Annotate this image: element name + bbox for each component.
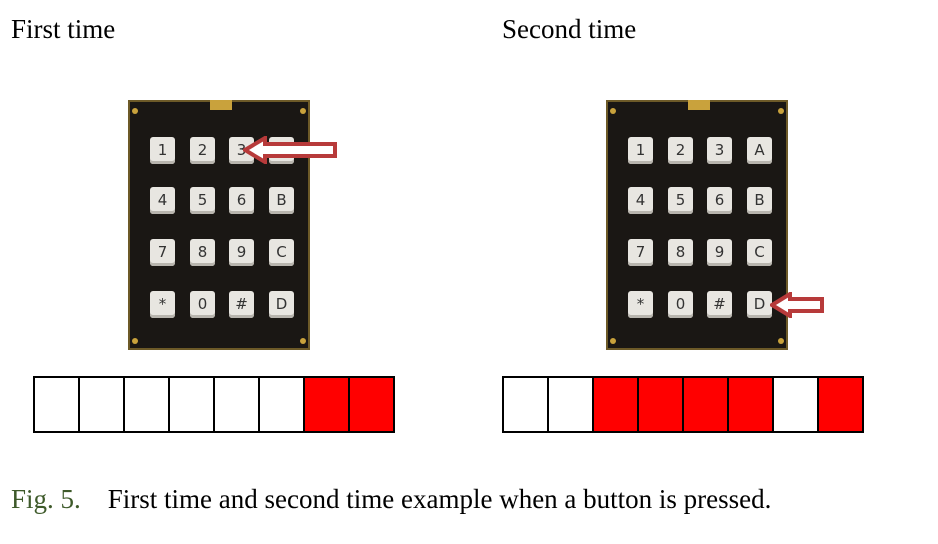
key: B [269,187,294,214]
heading-first-time: First time [11,14,116,44]
figure-caption: Fig. 5. First time and second time examp… [11,484,771,515]
key: D [269,291,294,318]
key: C [269,239,294,266]
key: # [229,291,254,318]
key: 0 [190,291,215,318]
bit-cell-off [502,376,549,433]
caption-text: First time and second time example when … [107,484,772,514]
caption-spacer [88,484,102,514]
bit-cell-on [682,376,729,433]
key: 7 [150,239,175,266]
mounting-hole [778,338,784,344]
bit-cell-off [123,376,170,433]
key: 2 [668,137,693,164]
arrow-icon [243,136,337,164]
key: # [707,291,732,318]
key: 1 [628,137,653,164]
key: 3 [707,137,732,164]
heading-second-time: Second time [502,14,637,44]
key: D [747,291,772,318]
key: 8 [190,239,215,266]
key: 5 [668,187,693,214]
key: C [747,239,772,266]
bit-cell-on [303,376,350,433]
mounting-hole [132,108,138,114]
bit-cell-off [547,376,594,433]
mounting-hole [610,338,616,344]
bit-cell-off [772,376,819,433]
key: 1 [150,137,175,164]
bit-cell-off [213,376,260,433]
arrow-icon [770,292,824,318]
key: 4 [628,187,653,214]
bit-register-first [33,376,395,433]
key: 8 [668,239,693,266]
key: 0 [668,291,693,318]
key: 6 [707,187,732,214]
keypad-connector [688,100,710,110]
key: B [747,187,772,214]
bit-cell-on [637,376,684,433]
bit-cell-off [33,376,80,433]
mounting-hole [132,338,138,344]
bit-cell-on [592,376,639,433]
key: A [747,137,772,164]
key: 5 [190,187,215,214]
mounting-hole [778,108,784,114]
key: 2 [190,137,215,164]
bit-cell-off [168,376,215,433]
bit-cell-on [817,376,864,433]
key: 6 [229,187,254,214]
key: 7 [628,239,653,266]
bit-cell-on [727,376,774,433]
bit-cell-off [258,376,305,433]
bit-cell-on [348,376,395,433]
bit-cell-off [78,376,125,433]
key: 9 [707,239,732,266]
key: 9 [229,239,254,266]
mounting-hole [300,108,306,114]
key: * [628,291,653,318]
bit-register-second [502,376,864,433]
key: * [150,291,175,318]
key: 4 [150,187,175,214]
mounting-hole [610,108,616,114]
figure-label: Fig. 5. [11,484,81,514]
mounting-hole [300,338,306,344]
keypad-connector [210,100,232,110]
